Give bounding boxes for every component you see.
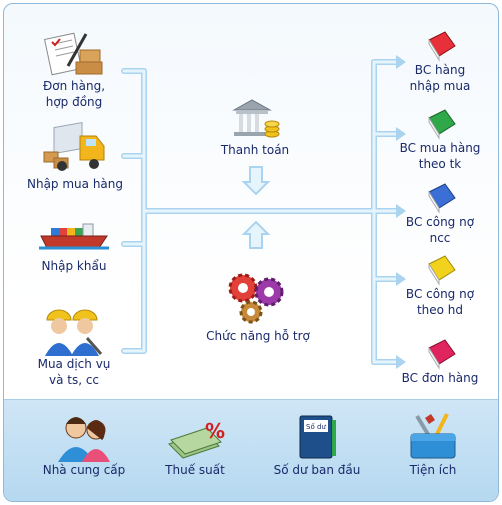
payment-node[interactable]: Thanh toán: [210, 96, 300, 158]
flow-connector-lines: [121, 55, 406, 369]
report-debt-by-contract-line1: BC công nợ: [405, 287, 475, 301]
purchase-order-label-line2: hợp đồng: [45, 95, 103, 109]
utilities-label: Tiện ích: [409, 463, 457, 477]
purchase-import-node[interactable]: Nhập mua hàng: [16, 122, 134, 192]
suppliers-label: Nhà cung cấp: [42, 463, 126, 477]
report-supplier-debt-line1: BC công nợ: [405, 215, 475, 229]
suppliers-people-icon: [58, 417, 110, 462]
cargo-ship-icon: [39, 223, 109, 250]
order-document-icon: [43, 32, 103, 76]
purchase-import-label: Nhập mua hàng: [26, 177, 123, 191]
report-purchased-goods-node[interactable]: BC hàng nhập mua: [390, 30, 490, 94]
workers-service-icon: [45, 309, 103, 356]
report-purchase-by-account-line1: BC mua hàng: [399, 141, 481, 155]
report-purchased-goods-line2: nhập mua: [409, 79, 471, 93]
report-orders-label: BC đơn hàng: [401, 371, 479, 385]
tax-rate-button[interactable]: % Thuế suất: [150, 416, 240, 478]
report-purchase-by-account-node[interactable]: BC mua hàng theo tk: [390, 108, 490, 172]
opening-balance-label: Số dư ban đầu: [273, 463, 361, 477]
delivery-truck-icon: [43, 122, 105, 171]
support-functions-node[interactable]: Chức năng hỗ trợ: [200, 270, 316, 344]
report-debt-by-contract-line2: theo hd: [416, 303, 464, 317]
suppliers-button[interactable]: Nhà cung cấp: [34, 412, 134, 478]
report-purchased-goods-line1: BC hàng: [414, 63, 466, 77]
gears-icon: [228, 273, 284, 324]
payment-label: Thanh toán: [220, 143, 290, 157]
utilities-button[interactable]: Tiện ích: [388, 412, 478, 478]
report-book-icon: [428, 183, 456, 214]
toolbox-icon: [410, 413, 456, 459]
report-supplier-debt-node[interactable]: BC công nợ ncc: [390, 182, 490, 246]
purchase-flow-panel: Đơn hàng, hợp đồng Nhập mua hàng Nhập kh…: [3, 3, 499, 502]
purchase-order-label-line1: Đơn hàng,: [42, 79, 106, 93]
report-book-icon: [428, 339, 456, 370]
svg-text:%: %: [205, 419, 225, 443]
import-label: Nhập khẩu: [41, 259, 107, 273]
bottom-toolbar: Nhà cung cấp % Thuế suất Số dư Số dư ban…: [4, 399, 498, 501]
import-node[interactable]: Nhập khẩu: [24, 218, 124, 274]
support-functions-label: Chức năng hỗ trợ: [206, 329, 310, 343]
report-debt-by-contract-node[interactable]: BC công nợ theo hd: [390, 254, 490, 318]
report-orders-node[interactable]: BC đơn hàng: [390, 338, 490, 386]
tax-rate-label: Thuế suất: [165, 463, 225, 477]
bank-payment-icon: [232, 99, 280, 138]
service-purchase-label-line2: và ts, cc: [48, 373, 100, 387]
tax-money-percent-icon: %: [168, 419, 225, 459]
report-book-icon: [428, 109, 456, 140]
report-supplier-debt-line2: ncc: [429, 231, 451, 245]
service-purchase-node[interactable]: Mua dịch vụ và ts, cc: [22, 302, 126, 388]
service-purchase-label-line1: Mua dịch vụ: [37, 357, 111, 371]
report-purchase-by-account-line2: theo tk: [418, 157, 462, 171]
ledger-book-title: Số dư: [306, 423, 326, 431]
ledger-book-icon: Số dư: [299, 415, 336, 459]
report-book-icon: [428, 31, 456, 62]
opening-balance-button[interactable]: Số dư Số dư ban đầu: [262, 414, 372, 478]
report-book-icon: [428, 255, 456, 286]
purchase-order-node[interactable]: Đơn hàng, hợp đồng: [24, 32, 124, 110]
